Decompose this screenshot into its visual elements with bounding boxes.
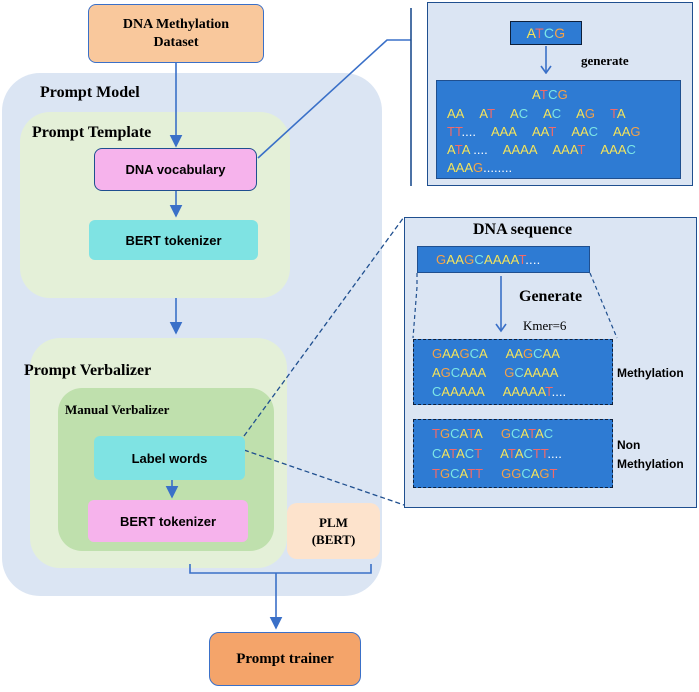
verbalizer-tokenizer-box: BERT tokenizer: [88, 500, 248, 542]
meth-kmer-token: GCAAAA: [504, 365, 559, 380]
non-methylation-label-1: Non: [617, 438, 641, 452]
verbalizer-tokenizer-label: BERT tokenizer: [119, 513, 217, 529]
vocab-kmer-token: AAT: [531, 124, 557, 139]
non-kmer-token: TGCATA: [432, 426, 483, 441]
dataset-box: DNA Methylation Dataset: [88, 4, 264, 63]
prompt-model-label: Prompt Model: [40, 84, 140, 101]
label-words-box: Label words: [94, 436, 245, 480]
prompt-trainer-box: Prompt trainer: [209, 632, 361, 686]
sequence-title: DNA sequence: [473, 221, 573, 238]
sequence-input-box: GAAGCAAAAT....: [417, 246, 590, 273]
plm-line2: (BERT): [311, 532, 356, 547]
dataset-line1: DNA Methylation: [122, 16, 230, 32]
vocab-kmer-token: AAAT: [552, 142, 586, 157]
non-methylation-label-2: Methylation: [617, 457, 684, 471]
sequence-generate-label: Generate: [519, 288, 583, 305]
vocab-kmer-token: AA: [447, 106, 465, 121]
vocab-kmer-token: AAAC: [600, 142, 636, 157]
plm-line1: PLM: [319, 515, 348, 530]
dna-vocabulary-label: DNA vocabulary: [125, 162, 226, 177]
meth-kmer-token: AAAAAT....: [502, 384, 567, 399]
plm-box: PLM (BERT): [287, 503, 380, 559]
non-kmer-token: CATACT: [432, 446, 483, 461]
vocab-kmer-token: AAAG........: [447, 160, 513, 175]
meth-kmer-token: AAGCAA: [505, 346, 560, 361]
vocab-kmer-token: AAAA: [502, 142, 538, 157]
non-kmer-row: TGCATT GGCAGT: [432, 464, 580, 484]
label-words-label: Label words: [131, 450, 208, 466]
non-kmer-row: CATACT ATACTT....: [432, 444, 580, 464]
non-methylation-box: TGCATA GCATAC CATACT ATACTT.... TGCATT GGCAGT: [413, 419, 613, 488]
vocab-kmer-token: TT....: [447, 124, 476, 139]
vocab-kmer-token: TA: [609, 106, 626, 121]
vocab-generate-arrow: [540, 46, 552, 74]
methylation-box: GAAGCA AAGCAA AGCAAA GCAAAA CAAAAA AAAAAT....: [413, 339, 613, 405]
prompt-trainer-label: Prompt trainer: [236, 650, 334, 667]
sequence-funnel: [412, 272, 618, 339]
vocab-kmer-token: ATA ....: [447, 142, 488, 157]
meth-kmer-token: GAAGCA: [432, 346, 488, 361]
non-methylation-rows: TGCATA GCATAC CATACT ATACTT.... TGCATT GGCAGT: [432, 424, 580, 484]
meth-kmer-row: AGCAAA GCAAAA: [432, 363, 584, 382]
vocab-kmer-token: AG: [576, 106, 595, 121]
non-kmer-token: TGCATT: [432, 466, 484, 481]
vocab-kmer-row: ATA .... AAAA AAAT AAAC: [447, 141, 674, 159]
methylation-label: Methylation: [617, 366, 684, 380]
meth-kmer-token: AGCAAA: [432, 365, 487, 380]
methylation-rows: GAAGCA AAGCAA AGCAAA GCAAAA CAAAAA AAAAAT....: [432, 344, 584, 401]
vocab-kmer-token: AAG: [613, 124, 641, 139]
non-kmer-token: GCATAC: [500, 426, 554, 441]
template-tokenizer-label: BERT tokenizer: [125, 232, 222, 248]
meth-kmer-token: CAAAAA: [432, 384, 485, 399]
non-kmer-row: TGCATA GCATAC: [432, 424, 580, 444]
non-kmer-token: GGCAGT: [501, 466, 558, 481]
dataset-line2: Dataset: [153, 34, 199, 50]
non-kmer-token: ATACTT....: [500, 446, 562, 461]
vocab-kmer-token: AC: [543, 106, 562, 121]
vocab-input-box: ATCG: [510, 21, 582, 45]
vocab-kmer-token: AAA: [490, 124, 517, 139]
vocab-generate-label: generate: [581, 53, 629, 68]
manual-verbalizer-label: Manual Verbalizer: [65, 402, 170, 417]
sequence-input: GAAGCAAAAT....: [436, 252, 541, 267]
vocab-kmer-token: AT: [479, 106, 496, 121]
dna-vocabulary-box: DNA vocabulary: [94, 148, 257, 191]
meth-kmer-row: CAAAAA AAAAAT....: [432, 382, 584, 401]
vocab-kmer-row: AA AT AC AC AG TA: [447, 105, 674, 123]
vocab-output-header: ATCG: [532, 87, 568, 102]
meth-kmer-row: GAAGCA AAGCAA: [432, 344, 584, 363]
sequence-panel: DNA sequence GAAGCAAAAT.... Generate Kme…: [404, 217, 697, 508]
prompt-template-label: Prompt Template: [32, 124, 152, 141]
vocab-kmer-row: TT.... AAA AAT AAC AAG: [447, 123, 674, 141]
kmer-label: Kmer=6: [523, 318, 567, 333]
vocab-kmer-row: AAAG........: [447, 159, 674, 177]
vocab-kmer-token: AAC: [571, 124, 599, 139]
prompt-verbalizer-label: Prompt Verbalizer: [24, 362, 152, 379]
vocab-input-seq: ATCG: [526, 25, 566, 41]
vocab-kmer-token: AC: [510, 106, 529, 121]
template-tokenizer-box: BERT tokenizer: [89, 220, 258, 260]
